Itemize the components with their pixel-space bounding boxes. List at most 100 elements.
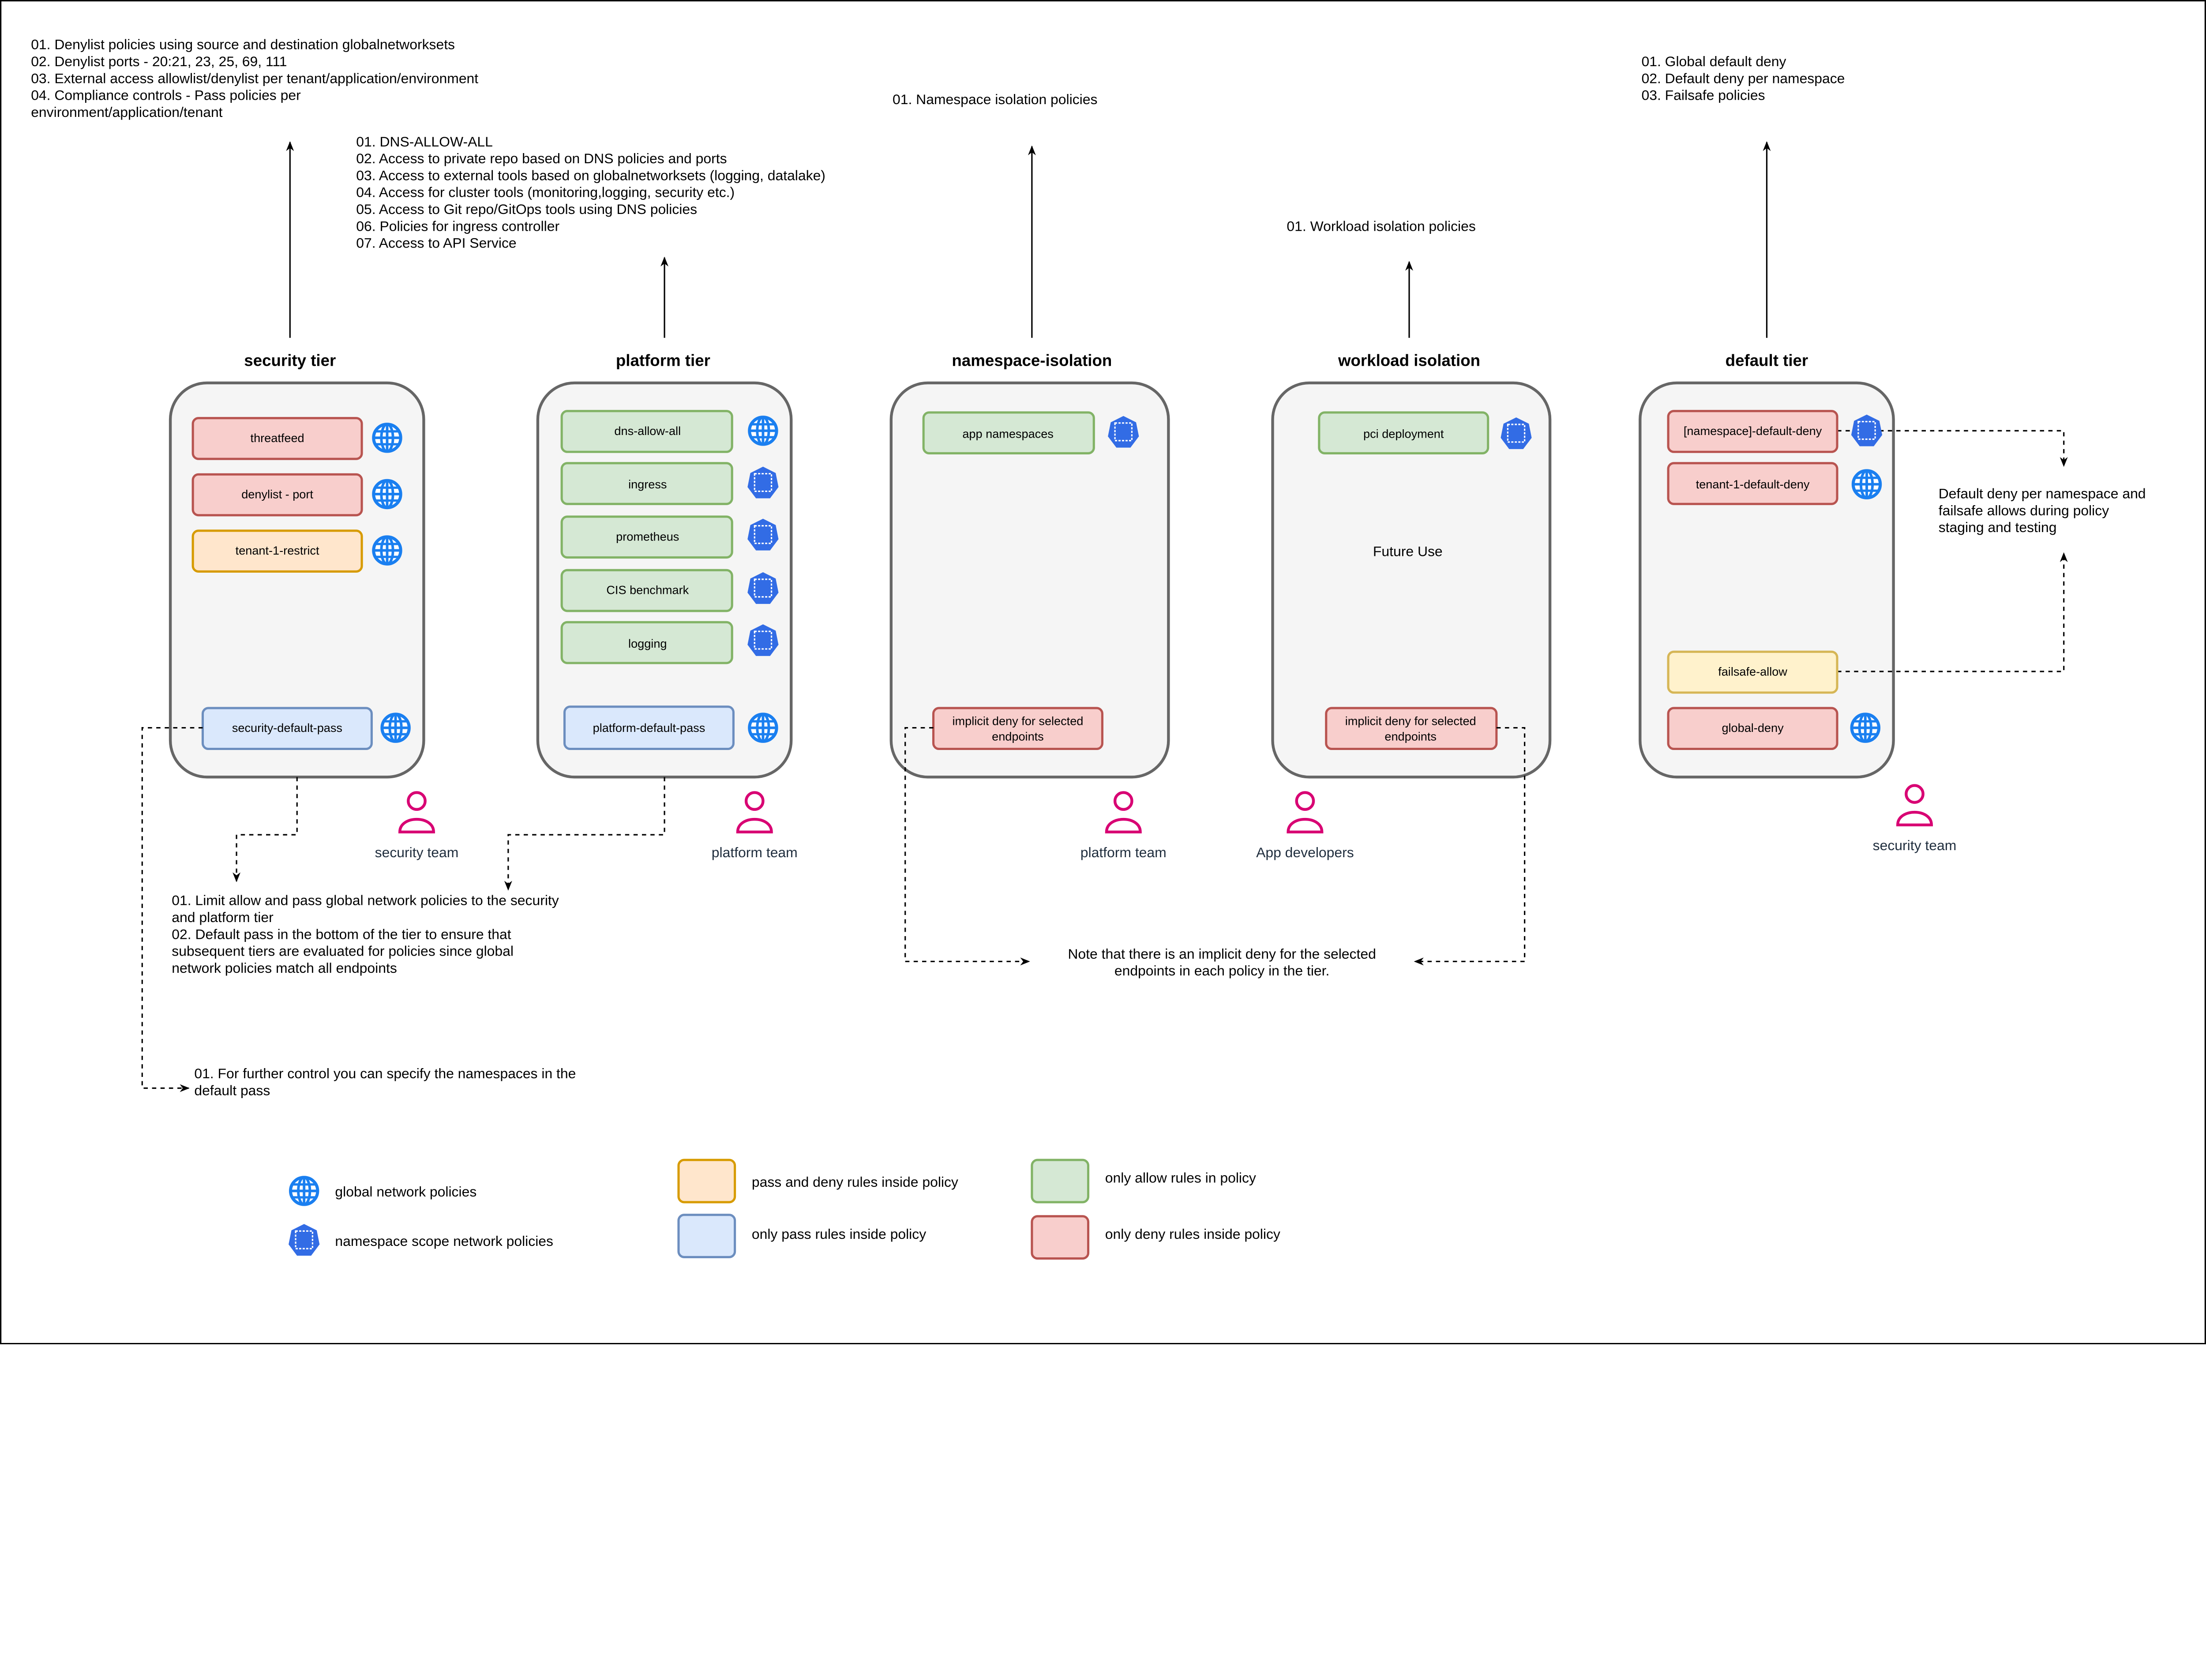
globe-icon <box>382 714 409 741</box>
note-line: 03. External access allowlist/denylist p… <box>31 70 478 86</box>
namespaces-in-pass-note: 01. For further control you can specify … <box>194 1065 576 1098</box>
namespace-implicit-connector <box>904 727 1030 966</box>
workload-implicit-connector <box>1414 727 1526 966</box>
globe-icon <box>374 480 401 507</box>
implicit-deny-note: Note that there is an implicit deny for … <box>1068 946 1376 979</box>
globe-icon <box>374 424 401 451</box>
note-line: 01. Denylist policies using source and d… <box>31 37 455 52</box>
implicit-deny-workload[interactable]: implicit deny for selected endpoints <box>1325 707 1498 750</box>
note-line: 02. Access to private repo based on DNS … <box>356 150 727 166</box>
note-line: 01. DNS-ALLOW-ALL <box>356 134 493 150</box>
namespace-isolation-container <box>889 381 1170 779</box>
note-line: 07. Access to API Service <box>356 235 516 251</box>
globe-icon <box>1852 714 1879 741</box>
policy-threatfeed[interactable]: threatfeed <box>191 417 363 460</box>
note-line: 01. For further control you can specify … <box>194 1065 576 1081</box>
platform-pass-connector <box>504 777 665 891</box>
policy-label: app namespaces <box>962 427 1053 440</box>
platform-team-label: platform team <box>712 844 798 860</box>
note-line: 05. Access to Git repo/GitOps tools usin… <box>356 201 697 217</box>
policy-prometheus[interactable]: prometheus <box>560 515 733 559</box>
future-use-label: Future Use <box>1373 543 1443 559</box>
security-tier-title: security tier <box>244 352 336 370</box>
policy-label: tenant-1-restrict <box>236 544 319 557</box>
policy-dns-allow-all[interactable]: dns-allow-all <box>560 410 733 453</box>
default-side-note: Default deny per namespace and failsafe … <box>1939 486 2146 536</box>
namespace-note: 01. Namespace isolation policies <box>893 91 1097 107</box>
policy-namespace-default-deny[interactable]: [namespace]-default-deny <box>1667 410 1838 453</box>
platform-notes: 01. DNS-ALLOW-ALL 02. Access to private … <box>356 134 825 251</box>
workload-isolation-container <box>1271 381 1552 779</box>
globe-icon <box>1853 471 1880 498</box>
namespace-isolation-title: namespace-isolation <box>952 352 1112 370</box>
legend-pass-swatch <box>677 1214 736 1258</box>
note-line: Default deny per namespace and <box>1939 486 2146 502</box>
policy-ingress[interactable]: ingress <box>560 462 733 505</box>
implicit-deny-namespace[interactable]: implicit deny for selected endpoints <box>932 707 1103 750</box>
security-notes: 01. Denylist policies using source and d… <box>31 37 478 120</box>
security-team-label: security team <box>375 844 459 860</box>
globe-icon <box>291 1178 318 1204</box>
policy-security-default-pass[interactable]: security-default-pass <box>201 707 373 750</box>
policy-failsafe-allow[interactable]: failsafe-allow <box>1667 650 1838 694</box>
globe-icon <box>750 417 777 444</box>
note-line: default pass <box>194 1082 270 1098</box>
legend-namespace-label: namespace scope network policies <box>335 1233 553 1249</box>
tier-diagram: 01. Denylist policies using source and d… <box>0 0 2206 1345</box>
policy-denylist-port[interactable]: denylist - port <box>191 473 363 517</box>
note-line: 02. Denylist ports - 20:21, 23, 25, 69, … <box>31 53 287 69</box>
policy-logging[interactable]: logging <box>560 621 733 664</box>
failsafe-connector <box>1837 552 2068 672</box>
platform-team-label: platform team <box>1080 844 1167 860</box>
note-line: staging and testing <box>1939 519 2057 535</box>
implicit-deny-label: endpoints <box>1384 729 1437 743</box>
policy-label: tenant-1-default-deny <box>1696 477 1810 491</box>
note-line: subsequent tiers are evaluated for polic… <box>172 943 514 959</box>
note-line: network policies match all endpoints <box>172 960 397 976</box>
app-developers-label: App developers <box>1256 844 1354 860</box>
pass-info-note: 01. Limit allow and pass global network … <box>172 892 559 976</box>
policy-label: denylist - port <box>241 488 313 501</box>
note-line: 03. Access to external tools based on gl… <box>356 167 825 183</box>
policy-platform-default-pass[interactable]: platform-default-pass <box>563 705 735 750</box>
note-line: 04. Compliance controls - Pass policies … <box>31 87 301 103</box>
note-line: 03. Failsafe policies <box>1641 87 1765 103</box>
default-tier-title: default tier <box>1726 352 1808 370</box>
policy-label: global-deny <box>1722 721 1784 735</box>
globe-icon <box>374 537 401 564</box>
policy-label: logging <box>628 637 667 650</box>
workload-isolation-title: workload isolation <box>1338 352 1480 370</box>
policy-pci-deployment[interactable]: pci deployment <box>1318 411 1489 454</box>
policy-label: CIS benchmark <box>606 583 689 597</box>
policy-label: ingress <box>628 477 667 491</box>
policy-tenant-1-restrict[interactable]: tenant-1-restrict <box>191 529 363 573</box>
note-line: failsafe allows during policy <box>1939 502 2109 518</box>
note-line: environment/application/tenant <box>31 104 222 120</box>
legend-deny-label: only deny rules inside policy <box>1105 1226 1280 1242</box>
note-line: and platform tier <box>172 909 274 925</box>
platform-tier-title: platform tier <box>616 352 710 370</box>
policy-global-deny[interactable]: global-deny <box>1667 707 1838 750</box>
note-line: 04. Access for cluster tools (monitoring… <box>356 184 735 200</box>
legend-deny-swatch <box>1031 1215 1090 1260</box>
default-notes: 01. Global default deny 02. Default deny… <box>1641 53 1845 103</box>
note-line: endpoints in each policy in the tier. <box>1114 963 1330 979</box>
policy-cis-benchmark[interactable]: CIS benchmark <box>560 569 733 612</box>
legend-allow-swatch <box>1031 1159 1090 1204</box>
implicit-deny-label: implicit deny for selected <box>1345 714 1476 728</box>
globe-icon <box>750 714 777 741</box>
default-pass-connector <box>141 727 203 1092</box>
security-pass-connector <box>233 777 298 882</box>
implicit-deny-label: implicit deny for selected <box>953 714 1084 728</box>
policy-label: [namespace]-default-deny <box>1684 424 1822 438</box>
diagram-frame: 01. Denylist policies using source and d… <box>0 0 2206 1345</box>
policy-app-namespaces[interactable]: app namespaces <box>922 411 1095 454</box>
policy-label: prometheus <box>616 529 679 543</box>
policy-label: dns-allow-all <box>614 424 681 438</box>
note-line: 02. Default deny per namespace <box>1641 70 1845 86</box>
legend-pass-deny-swatch <box>677 1159 736 1204</box>
policy-tenant-1-default-deny[interactable]: tenant-1-default-deny <box>1667 462 1838 505</box>
policy-label: security-default-pass <box>232 721 342 735</box>
legend-pass-label: only pass rules inside policy <box>752 1226 926 1242</box>
policy-label: failsafe-allow <box>1718 665 1787 679</box>
